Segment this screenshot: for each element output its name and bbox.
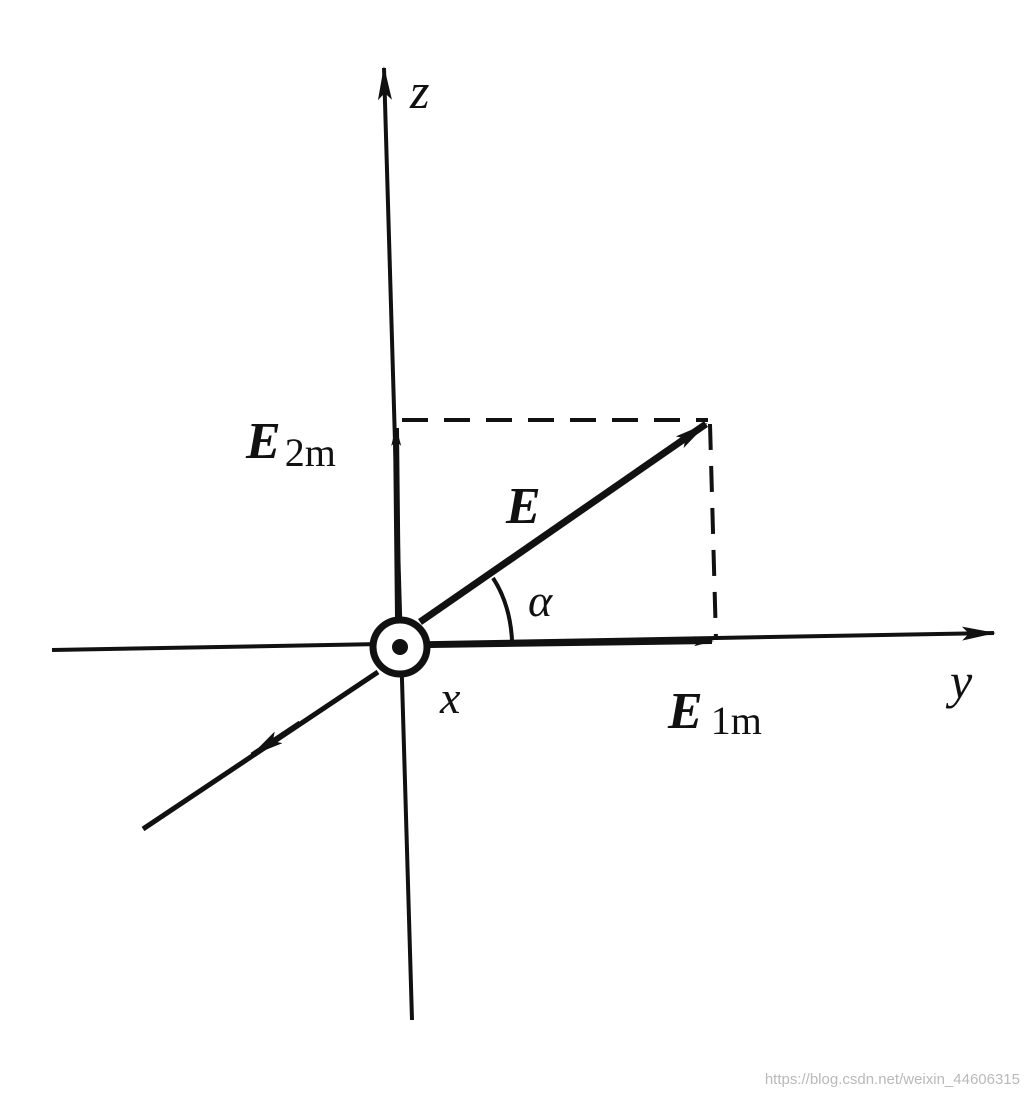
vector-e-label: E [505, 478, 541, 535]
y-axis-label: y [945, 653, 973, 709]
x-axis-out-of-page-dot [392, 639, 408, 655]
e1m-label-main: E [667, 683, 703, 740]
e-vector-extension-arrow [250, 720, 302, 758]
projection-line-vertical [708, 423, 718, 641]
watermark-url: https://blog.csdn.net/weixin_44606315 [764, 1071, 1020, 1088]
e2m-label-main: E [245, 413, 281, 470]
e2m-component-vector [391, 426, 402, 619]
x-axis-label: x [439, 672, 461, 723]
e1m-label-subscript: 1m [711, 698, 762, 743]
angle-alpha-arc [491, 576, 514, 641]
angle-alpha-label: α [528, 575, 553, 626]
z-axis-label: z [409, 63, 429, 119]
e1m-component-vector [429, 636, 714, 648]
e2m-label-subscript: 2m [285, 430, 336, 475]
e-vector [418, 421, 708, 625]
